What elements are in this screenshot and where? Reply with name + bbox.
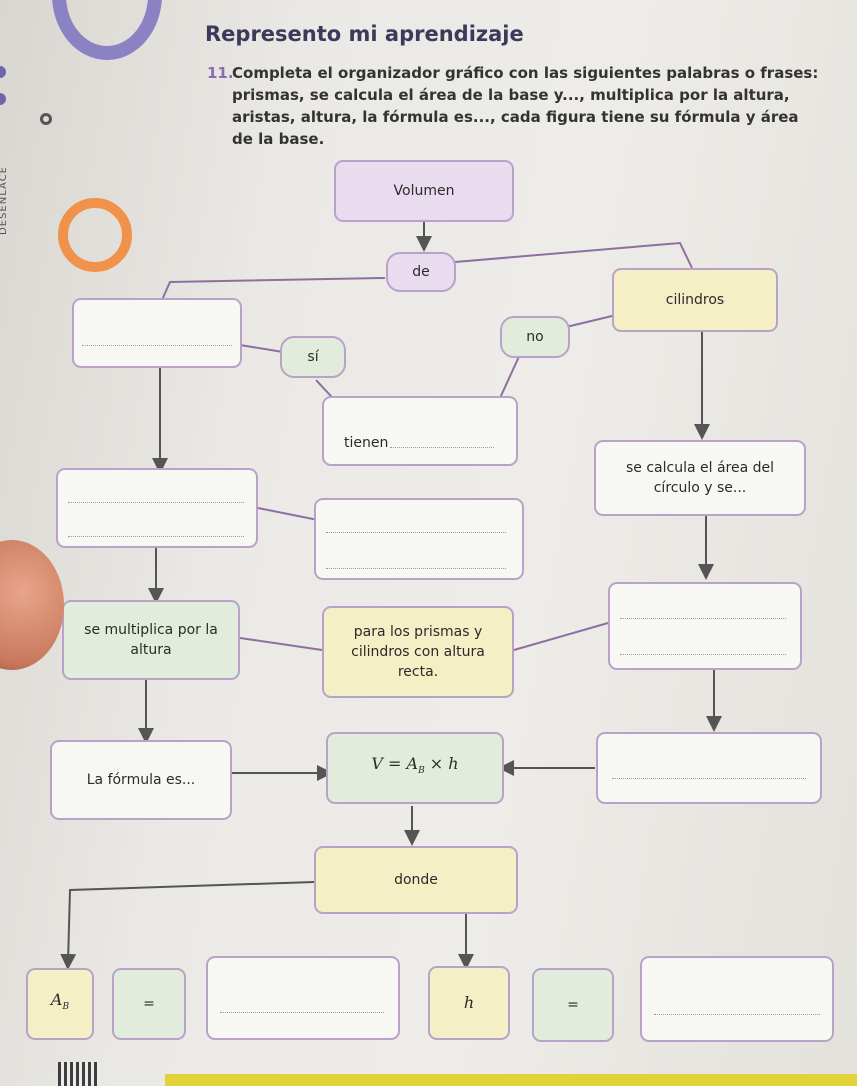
multiplica-label: se multiplica por la altura bbox=[84, 622, 218, 658]
decorative-orange-ring bbox=[58, 198, 132, 272]
para-prismas-box: para los prismas y cilindros con altura … bbox=[322, 606, 514, 698]
answer-line bbox=[220, 1012, 384, 1013]
ab-symbol: AB bbox=[50, 990, 70, 1013]
blank-h-answer-box bbox=[640, 956, 834, 1042]
equals-sign-2: = bbox=[567, 997, 579, 1013]
formula-text: V = AB × h bbox=[371, 754, 459, 777]
si-label: sí bbox=[307, 349, 319, 365]
cilindros-label: cilindros bbox=[665, 292, 725, 308]
equals-box-2: = bbox=[532, 968, 614, 1042]
answer-line bbox=[654, 1014, 820, 1015]
equals-box-1: = bbox=[112, 968, 186, 1040]
answer-line bbox=[68, 536, 244, 537]
blank-ab-answer-box bbox=[206, 956, 400, 1040]
no-label: no bbox=[526, 329, 544, 345]
blank-formula-right-box bbox=[596, 732, 822, 804]
answer-line bbox=[326, 568, 506, 569]
donde-box: donde bbox=[314, 846, 518, 914]
page-title: Represento mi aprendizaje bbox=[205, 22, 524, 46]
blank-right-box bbox=[608, 582, 802, 670]
donde-label: donde bbox=[394, 872, 438, 888]
formula-subscript: B bbox=[418, 766, 425, 777]
formula-es-box: La fórmula es... bbox=[50, 740, 232, 820]
volumen-label: Volumen bbox=[393, 183, 455, 199]
exercise-instructions: Completa el organizador gráfico con las … bbox=[232, 64, 819, 148]
si-connector: sí bbox=[280, 336, 346, 378]
ab-box: AB bbox=[26, 968, 94, 1040]
blank-left-box bbox=[56, 468, 258, 548]
circle-base-label: se calcula el área del círculo y se... bbox=[625, 460, 775, 496]
answer-line bbox=[326, 532, 506, 533]
exercise-number: 11. bbox=[207, 64, 234, 82]
h-symbol: h bbox=[463, 993, 475, 1012]
para-prismas-label: para los prismas y cilindros con altura … bbox=[351, 624, 485, 680]
de-label: de bbox=[412, 264, 430, 280]
answer-line bbox=[390, 447, 494, 448]
no-connector: no bbox=[500, 316, 570, 358]
blank-top-left-box bbox=[72, 298, 242, 368]
de-connector: de bbox=[386, 252, 456, 292]
formula-es-label: La fórmula es... bbox=[86, 772, 196, 788]
multiplica-box: se multiplica por la altura bbox=[62, 600, 240, 680]
tienen-label: tienen bbox=[344, 435, 389, 451]
answer-line bbox=[612, 778, 806, 779]
decorative-dot bbox=[40, 113, 52, 125]
decorative-dot bbox=[0, 93, 6, 105]
formula-box: V = AB × h bbox=[326, 732, 504, 804]
h-box: h bbox=[428, 966, 510, 1040]
equals-sign-1: = bbox=[143, 996, 155, 1012]
answer-line bbox=[620, 654, 786, 655]
qr-code bbox=[58, 1062, 100, 1086]
answer-line bbox=[82, 345, 232, 346]
blank-center-box bbox=[314, 498, 524, 580]
decorative-dot bbox=[0, 66, 6, 78]
circle-base-box: se calcula el área del círculo y se... bbox=[594, 440, 806, 516]
answer-line bbox=[68, 502, 244, 503]
yellow-footer-band bbox=[165, 1074, 857, 1086]
answer-line bbox=[620, 618, 786, 619]
volumen-box: Volumen bbox=[334, 160, 514, 222]
tienen-box: tienen bbox=[322, 396, 518, 466]
cilindros-box: cilindros bbox=[612, 268, 778, 332]
